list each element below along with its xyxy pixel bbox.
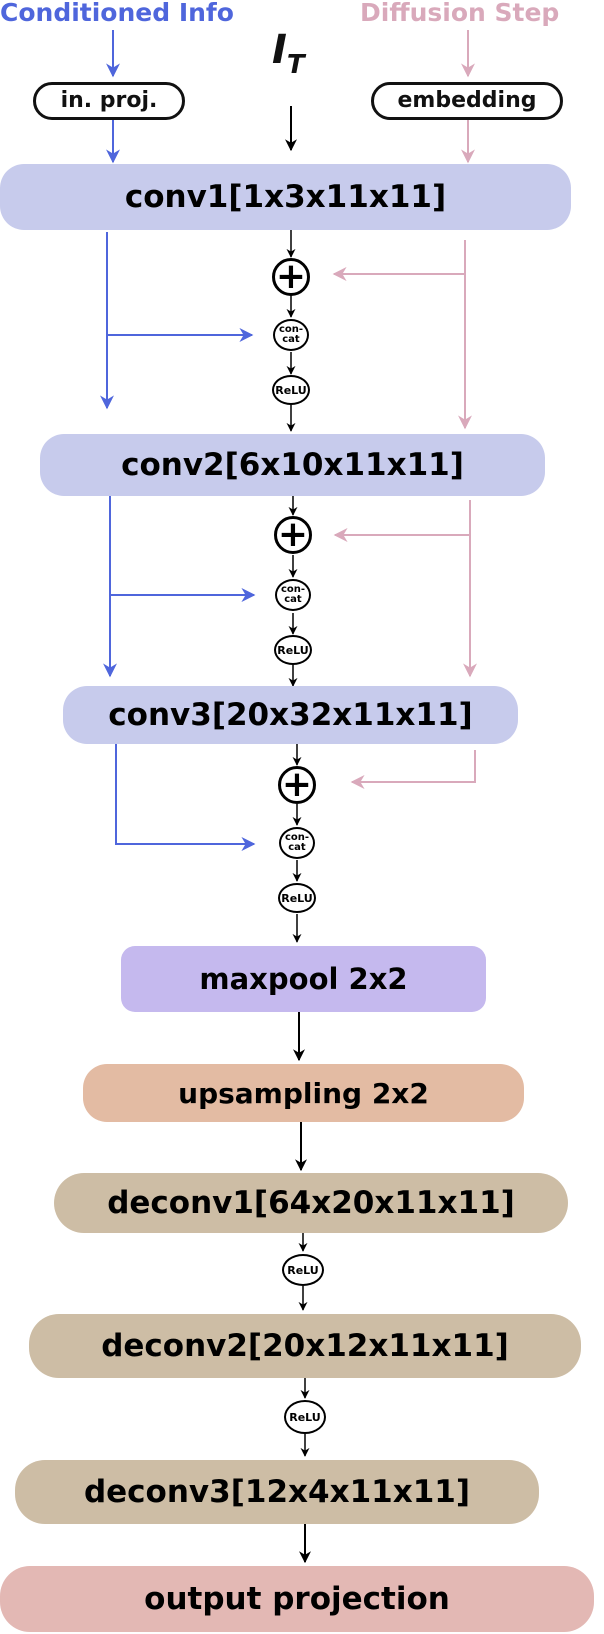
concat-op-3-text: con-cat <box>284 832 310 853</box>
relu-op-3: ReLU <box>278 883 316 913</box>
upsampling-block: upsampling 2x2 <box>83 1064 524 1122</box>
add-op-3: + <box>278 766 316 804</box>
it-subscript: T <box>286 50 305 80</box>
maxpool-block: maxpool 2x2 <box>121 946 486 1012</box>
diffusion-step-label: Diffusion Step <box>360 0 560 27</box>
deconv2-block: deconv2[20x12x11x11] <box>29 1314 581 1378</box>
concat-op-2-text: con-cat <box>280 584 306 605</box>
concat-op-1-text: con-cat <box>278 324 304 345</box>
deconv3-block: deconv3[12x4x11x11] <box>15 1460 539 1524</box>
relu-op-2: ReLU <box>274 635 312 665</box>
it-main: I <box>272 27 287 73</box>
relu-op-1: ReLU <box>272 375 310 405</box>
it-input-label: IT <box>272 28 305 87</box>
relu-op-5: ReLU <box>284 1400 326 1434</box>
relu-op-4: ReLU <box>282 1254 324 1286</box>
add-op-1: + <box>272 258 310 296</box>
conv1-block: conv1[1x3x11x11] <box>0 164 571 230</box>
concat-op-2: con-cat <box>275 579 311 611</box>
concat-op-1: con-cat <box>273 319 309 351</box>
conditioned-info-label: Conditioned Info <box>0 0 234 27</box>
input-projection-node: in. proj. <box>33 82 185 120</box>
output-projection-block: output projection <box>0 1566 594 1632</box>
conv3-block: conv3[20x32x11x11] <box>63 686 518 744</box>
add-op-2: + <box>274 516 312 554</box>
embedding-node: embedding <box>371 82 563 120</box>
conv2-block: conv2[6x10x11x11] <box>40 434 545 496</box>
concat-op-3: con-cat <box>279 827 315 859</box>
deconv1-block: deconv1[64x20x11x11] <box>54 1173 568 1233</box>
